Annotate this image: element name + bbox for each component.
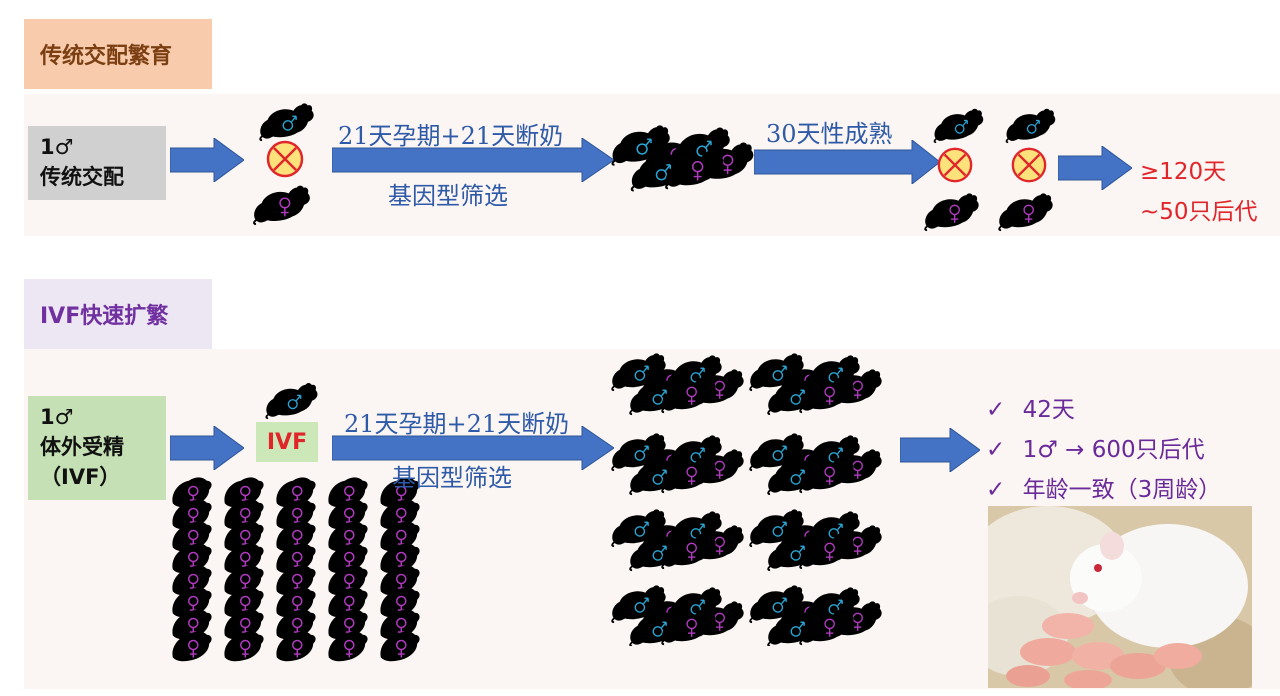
section1-pair1-male xyxy=(930,102,986,144)
section2-ivf-badge: IVF xyxy=(256,422,318,462)
section1-arrow3-text: 30天性成熟 xyxy=(766,120,893,148)
bullet-text: 1♂ → 600只后代 xyxy=(1022,437,1205,463)
section1-result-line2: ~50只后代 xyxy=(1140,199,1258,225)
section1-pair1-female xyxy=(920,186,982,232)
section2-arrow-3 xyxy=(900,428,980,472)
check-icon: ✓ xyxy=(986,477,1006,503)
section1-cross-icon xyxy=(265,139,305,179)
section2-arrow-1 xyxy=(170,426,244,470)
section1-pair2-male xyxy=(1002,102,1058,144)
section2-label-line1: 1♂ xyxy=(40,405,74,429)
section2-arrow-2 xyxy=(332,426,614,470)
section2-title: IVF快速扩繁 xyxy=(24,279,212,349)
section2-bullet-3: ✓ 年龄一致（3周龄） xyxy=(986,470,1221,504)
section1-pair2-female xyxy=(994,186,1056,232)
section1-title: 传统交配繁育 xyxy=(24,19,212,89)
section2-female-stacks xyxy=(171,476,438,662)
section1-arrow-4 xyxy=(1058,146,1132,190)
section1-pups-cluster xyxy=(608,116,758,194)
bullet-text: 42天 xyxy=(1022,397,1075,423)
section1-result-line1: ≥120天 xyxy=(1140,159,1227,185)
section1-pair2-cross-icon xyxy=(1010,146,1048,184)
check-icon: ✓ xyxy=(986,437,1006,463)
section1-male-mouse xyxy=(256,96,316,142)
section1-arrow-3 xyxy=(754,140,940,184)
section1-arrow-2 xyxy=(332,138,614,182)
section1-arrow-1 xyxy=(170,138,244,182)
section2-arrow2-bottom-text: 基因型筛选 xyxy=(392,464,512,492)
section1-label-line1: 1♂ xyxy=(40,135,74,159)
check-icon: ✓ xyxy=(986,397,1006,423)
bullet-text: 年龄一致（3周龄） xyxy=(1022,477,1222,503)
section1-label: 1♂ 传统交配 xyxy=(28,126,166,200)
section1-female-mouse xyxy=(248,178,314,226)
section2-bullet-1: ✓ 42天 xyxy=(986,390,1075,424)
section2-arrow2-top-text: 21天孕期+21天断奶 xyxy=(344,410,570,438)
section2-label-line3: （IVF） xyxy=(40,465,121,489)
section2-bullet-2: ✓ 1♂ → 600只后代 xyxy=(986,430,1205,464)
section1-label-line2: 传统交配 xyxy=(40,165,124,189)
section1-arrow2-bottom-text: 基因型筛选 xyxy=(388,182,508,210)
section2-male-mouse xyxy=(262,376,320,420)
section2-label: 1♂ 体外受精 （IVF） xyxy=(28,396,166,500)
section1-pair1-cross-icon xyxy=(936,146,974,184)
section1-arrow2-top-text: 21天孕期+21天断奶 xyxy=(338,122,564,150)
mouse-with-pups-photo xyxy=(988,506,1252,688)
section2-label-line2: 体外受精 xyxy=(40,435,124,459)
section2-pups-grid xyxy=(608,346,898,646)
